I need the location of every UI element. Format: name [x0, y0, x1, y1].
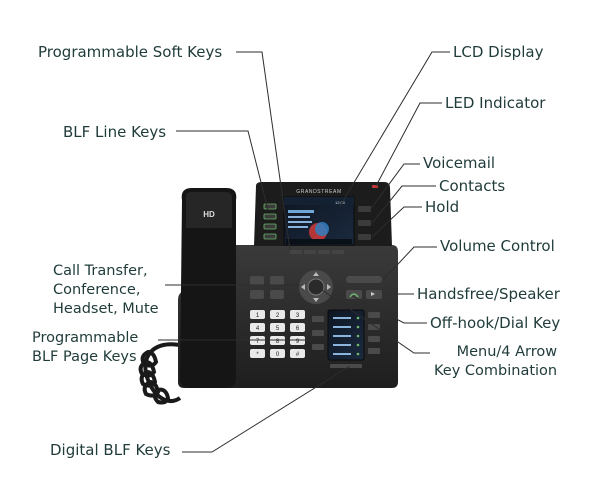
handset: HD — [180, 188, 237, 388]
label-blf-line-keys: BLF Line Keys — [63, 123, 167, 141]
digital-blf-keys — [368, 312, 380, 354]
brand-logo: GRANDSTREAM — [296, 189, 342, 195]
leader-lines — [158, 51, 450, 453]
label-lcd-display: LCD Display — [453, 43, 544, 61]
handset-badge: HD — [203, 210, 215, 219]
blf-page-keys — [312, 316, 324, 350]
label-volume-control: Volume Control — [440, 237, 555, 255]
keypad-key-label: 2 — [276, 313, 280, 319]
soft-keys — [290, 250, 344, 254]
label-soft-keys: Programmable Soft Keys — [38, 43, 223, 61]
label-offhook: Off-hook/Dial Key — [430, 314, 561, 332]
label-led-indicator: LED Indicator — [445, 94, 546, 112]
keypad-key-label: 9 — [296, 339, 300, 345]
lcd-screen: 12:00 — [283, 196, 355, 246]
keypad-key — [270, 323, 285, 332]
label-voicemail: Voicemail — [423, 154, 496, 172]
keypad-key-label: 6 — [296, 326, 300, 332]
keypad-key-label: 4 — [256, 326, 260, 332]
keypad-key-label: 1 — [256, 313, 260, 319]
screen-time: 12:00 — [335, 200, 346, 205]
keypad-key — [250, 310, 265, 319]
label-call-transfer: Call Transfer, Conference, Headset, Mute — [53, 263, 159, 317]
keypad-key — [250, 323, 265, 332]
label-hold: Hold — [425, 198, 460, 216]
keypad-key-label: # — [296, 352, 300, 358]
coiled-cord — [138, 342, 182, 405]
keypad-key — [290, 323, 305, 332]
keypad-key — [290, 349, 305, 358]
keypad-key-label: 7 — [256, 339, 260, 345]
keypad-key — [270, 349, 285, 358]
blf-tab-bar — [330, 364, 362, 368]
keypad-key-label: 3 — [296, 313, 300, 319]
call-keys — [346, 290, 382, 299]
keypad-key-label: * — [256, 352, 259, 358]
volume-bar — [346, 276, 382, 283]
label-contacts: Contacts — [439, 177, 506, 195]
label-digital-blf: Digital BLF Keys — [50, 441, 171, 459]
keypad-key-label: 0 — [276, 352, 280, 358]
label-handsfree: Handsfree/Speaker — [417, 285, 560, 303]
screen-side-keys — [358, 206, 371, 240]
label-blf-page-keys: Programmable BLF Page Keys — [32, 330, 139, 365]
keypad-key-label: 8 — [276, 339, 280, 345]
keypad: 1 2 3 4 5 6 7 8 9 * 0 # — [250, 310, 305, 358]
label-menu-arrow: Menu/4 Arrow Key Combination — [434, 344, 558, 379]
keypad-key-label: 5 — [276, 326, 280, 332]
keypad-key — [270, 310, 285, 319]
keypad-key — [250, 349, 265, 358]
function-keys — [250, 276, 284, 299]
digital-blf-screen — [327, 309, 365, 361]
led-indicator — [372, 185, 378, 188]
nav-ring — [299, 270, 333, 304]
keypad-key — [290, 310, 305, 319]
